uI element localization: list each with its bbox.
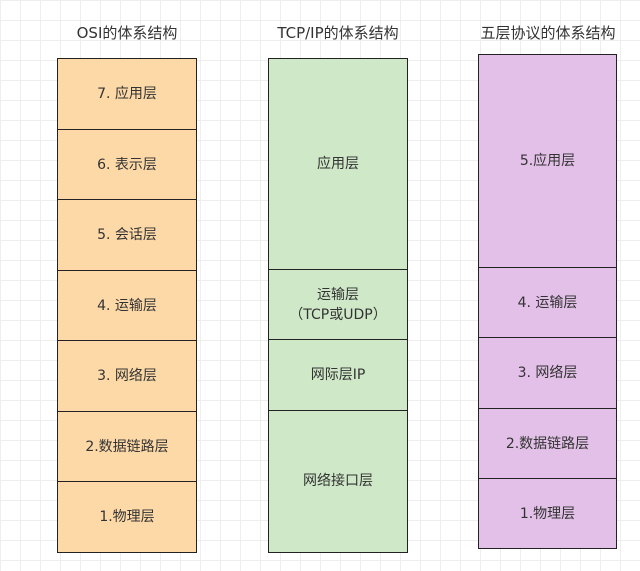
five-layer-stack: 5.应用层 4. 运输层 3. 网络层 2.数据链路层 1.物理层 xyxy=(478,54,617,549)
five-layer-transport: 4. 运输层 xyxy=(478,266,617,339)
tcpip-layer-internet: 网际层IP xyxy=(268,339,408,411)
tcpip-layer-application: 应用层 xyxy=(268,58,408,270)
five-layer-column-title: 五层协议的体系结构 xyxy=(480,24,616,42)
five-layer-application: 5.应用层 xyxy=(478,54,617,268)
osi-layer-data-link: 2.数据链路层 xyxy=(57,410,197,483)
osi-layer-network: 3. 网络层 xyxy=(57,340,197,412)
osi-layer-transport: 4. 运输层 xyxy=(57,269,197,342)
osi-layer-presentation: 6. 表示层 xyxy=(57,128,197,201)
osi-layer-physical: 1.物理层 xyxy=(57,481,197,553)
tcpip-layer-network-interface: 网络接口层 xyxy=(268,409,408,553)
five-layer-network: 3. 网络层 xyxy=(478,337,617,409)
osi-layer-session: 5. 会话层 xyxy=(57,199,197,271)
tcpip-layer-stack: 应用层 运输层 （TCP或UDP） 网际层IP 网络接口层 xyxy=(268,58,408,553)
osi-layer-stack: 7. 应用层 6. 表示层 5. 会话层 4. 运输层 3. 网络层 2.数据链… xyxy=(57,58,197,553)
five-layer-physical: 1.物理层 xyxy=(478,478,617,549)
osi-layer-application: 7. 应用层 xyxy=(57,58,197,130)
tcpip-column-title: TCP/IP的体系结构 xyxy=(277,24,399,42)
five-layer-data-link: 2.数据链路层 xyxy=(478,407,617,480)
tcpip-layer-transport: 运输层 （TCP或UDP） xyxy=(268,268,408,341)
osi-column-title: OSI的体系结构 xyxy=(76,24,178,42)
